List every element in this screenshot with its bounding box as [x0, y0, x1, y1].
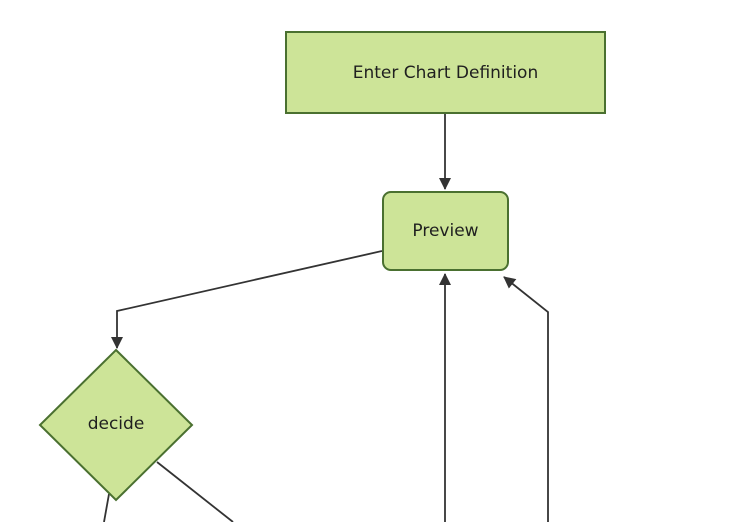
node-preview-label: Preview [412, 221, 479, 241]
node-decide-shape [38, 348, 194, 502]
node-preview: Preview [382, 191, 509, 271]
edge-preview-to-decide [111, 250, 383, 349]
edge-offscreen-right-to-preview [503, 276, 549, 522]
edge-decide-to-offscreen-right [156, 461, 234, 522]
node-decide-label: decide [87, 414, 145, 434]
node-enter-chart-definition: Enter Chart Definition [285, 31, 606, 114]
node-enter-chart-definition-label: Enter Chart Definition [352, 62, 539, 83]
edge-decide-to-offscreen-left [103, 493, 110, 522]
